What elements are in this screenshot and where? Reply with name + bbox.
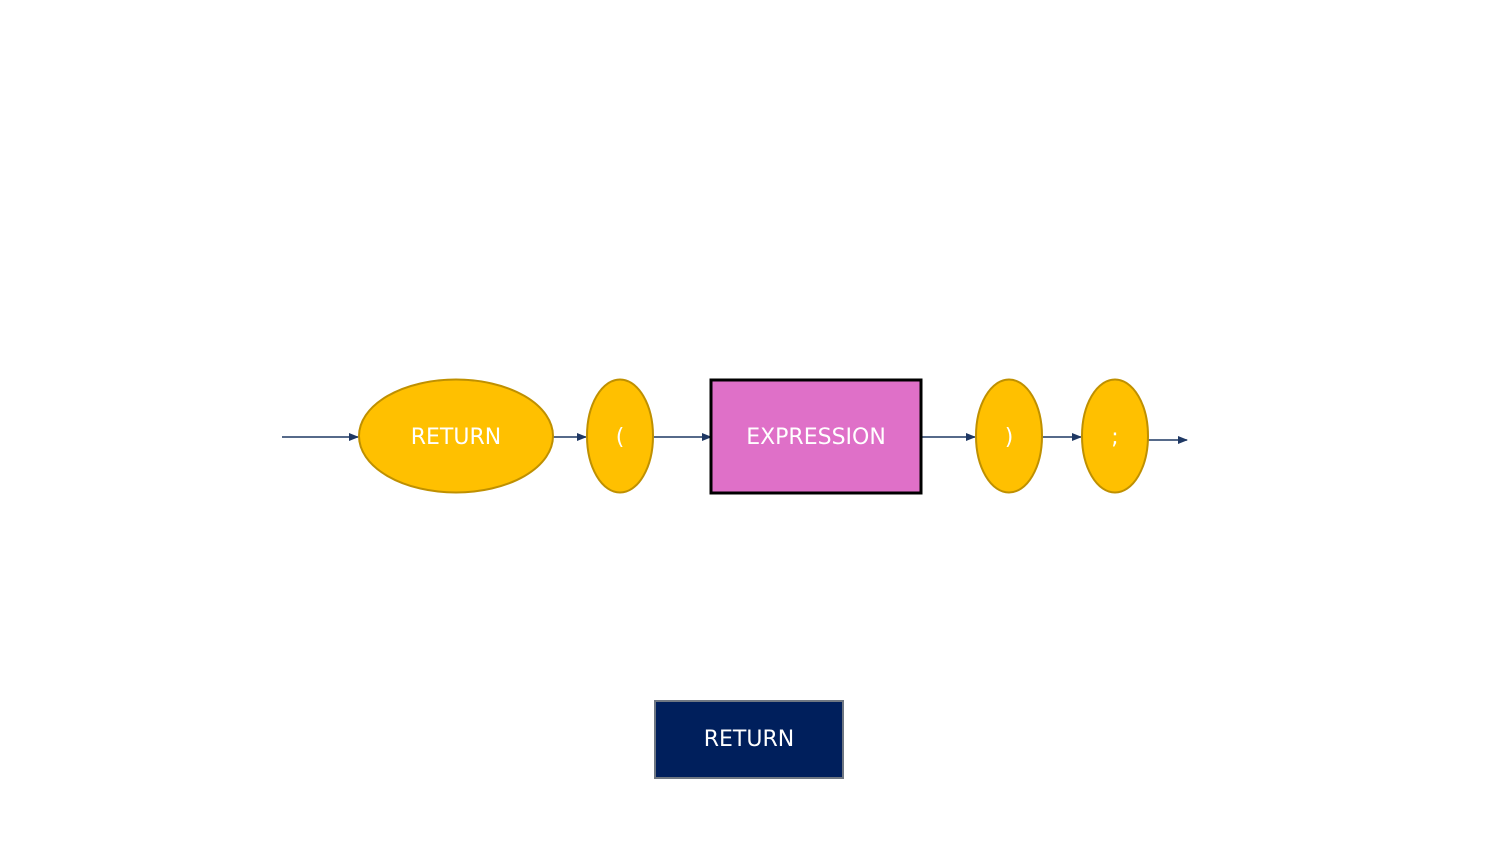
node-open-paren: ( — [586, 378, 654, 494]
node-close-paren: ) — [975, 378, 1043, 494]
caption-return-label: RETURN — [703, 727, 795, 752]
node-return: RETURN — [358, 378, 554, 494]
node-close-paren-label: ) — [1005, 425, 1014, 450]
caption-return-box: RETURN — [654, 700, 844, 779]
node-expression: EXPRESSION — [709, 378, 923, 495]
node-semicolon-label: ; — [1111, 425, 1118, 450]
node-expression-label: EXPRESSION — [746, 425, 886, 450]
node-semicolon: ; — [1081, 378, 1149, 494]
node-open-paren-label: ( — [616, 425, 625, 450]
node-return-label: RETURN — [411, 425, 501, 450]
